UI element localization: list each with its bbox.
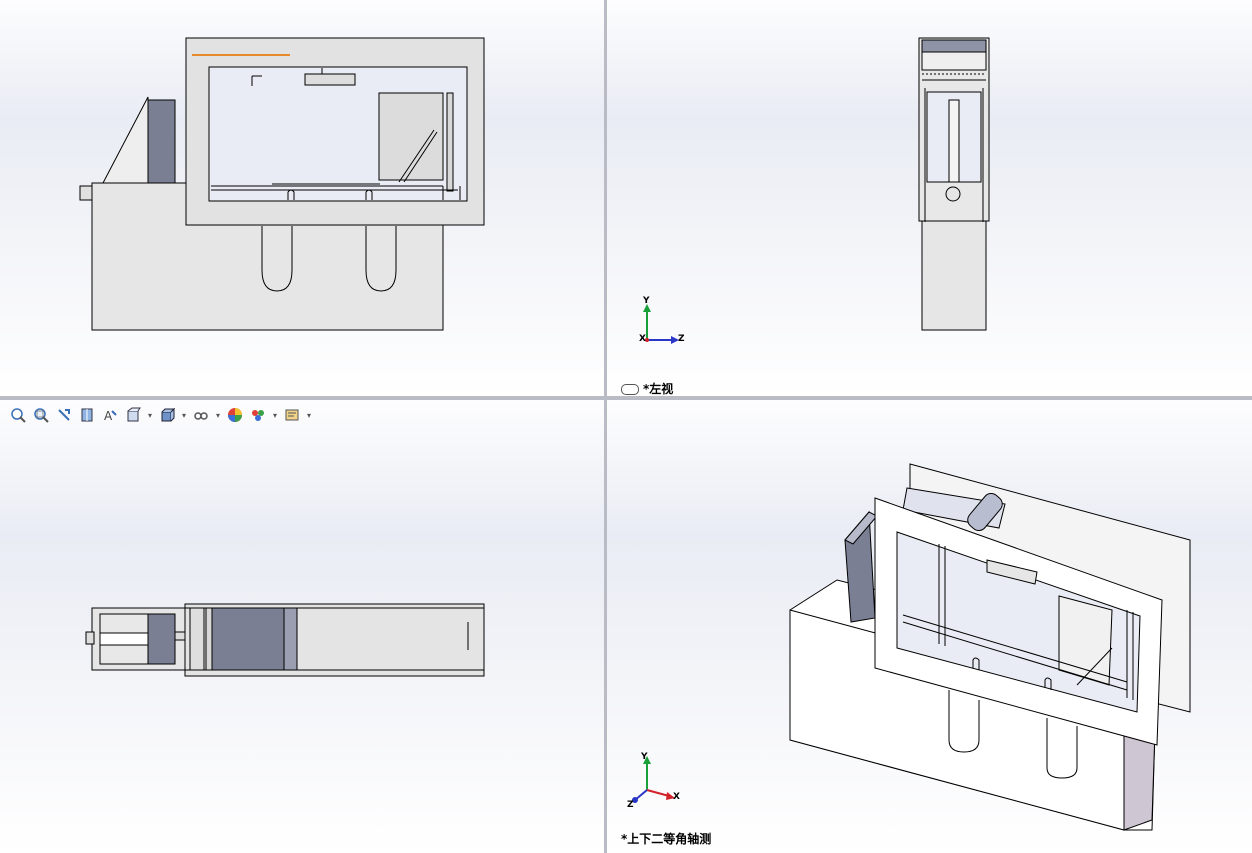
left-view-drawing xyxy=(918,37,990,331)
dynamic-annotation-icon[interactable]: A xyxy=(100,405,120,425)
triad-iso-y-label: Y xyxy=(641,752,648,762)
front-view-drawing xyxy=(79,37,485,331)
hide-show-items-icon[interactable] xyxy=(191,405,211,425)
triad-iso xyxy=(632,756,675,803)
left-viewport[interactable]: Y Z X *左视 xyxy=(607,0,1252,396)
heads-up-view-toolbar: A ▾ ▾ ▾ ▾ ▾ xyxy=(8,404,313,426)
isometric-view-drawing xyxy=(789,463,1191,831)
apply-scene-dropdown-icon[interactable]: ▾ xyxy=(272,410,277,420)
zoom-area-icon[interactable] xyxy=(31,405,51,425)
triad-iso-x-label: X xyxy=(673,792,680,802)
display-style-icon[interactable] xyxy=(157,405,177,425)
top-viewport[interactable]: A ▾ ▾ ▾ ▾ ▾ xyxy=(0,400,604,853)
triad-iso-z-label: Z xyxy=(627,800,634,810)
triad-y-label: Y xyxy=(643,296,650,306)
edit-appearance-icon[interactable] xyxy=(225,405,245,425)
triad-x-label: X xyxy=(639,334,646,344)
view-orientation-dropdown-icon[interactable]: ▾ xyxy=(147,410,152,420)
triad-z-label: Z xyxy=(678,334,685,344)
zoom-to-fit-icon[interactable] xyxy=(8,405,28,425)
section-view-icon[interactable] xyxy=(77,405,97,425)
triad-left xyxy=(643,304,679,344)
apply-scene-icon[interactable] xyxy=(248,405,268,425)
view-settings-icon[interactable] xyxy=(282,405,302,425)
previous-view-icon[interactable] xyxy=(54,405,74,425)
view-name-left-text: *左视 xyxy=(643,382,674,396)
viewport-splitter-horizontal[interactable] xyxy=(0,396,1252,400)
front-viewport[interactable] xyxy=(0,0,604,396)
top-view-drawing xyxy=(85,603,485,677)
viewport-splitter-vertical[interactable] xyxy=(604,0,607,853)
view-settings-dropdown-icon[interactable]: ▾ xyxy=(306,410,311,420)
view-name-left: *左视 xyxy=(621,380,673,396)
view-name-iso: *上下二等角轴测 xyxy=(621,832,712,846)
svg-text:A: A xyxy=(104,409,113,423)
isometric-viewport[interactable]: Y X Z *上下二等角轴测 xyxy=(607,400,1252,853)
link-views-icon[interactable] xyxy=(621,384,639,395)
display-style-dropdown-icon[interactable]: ▾ xyxy=(181,410,186,420)
hide-show-dropdown-icon[interactable]: ▾ xyxy=(215,410,220,420)
view-orientation-icon[interactable] xyxy=(123,405,143,425)
